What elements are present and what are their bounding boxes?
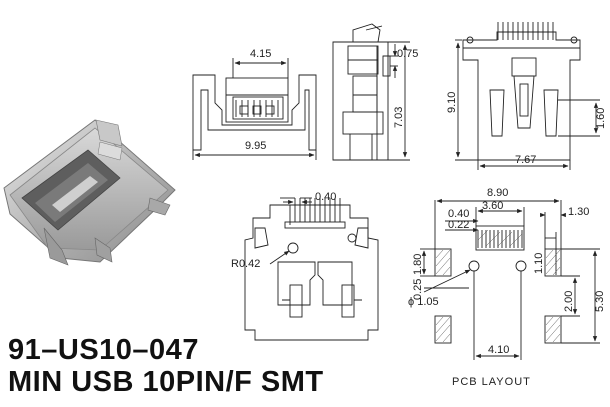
pcb-pad-length: 1.10 [533, 253, 545, 274]
pcb-pad-width: 0.22 [448, 219, 469, 231]
side-view-tab: 0.75 [397, 48, 418, 60]
bottom-view-radius: R0.42 [231, 258, 260, 270]
pcb-left-height: 1.80 [412, 254, 424, 275]
pcb-pad-height: 2.00 [563, 291, 575, 312]
top-view-drawing [455, 22, 600, 170]
pcb-layout-caption: PCB LAYOUT [452, 376, 531, 388]
pcb-right-offset: 1.30 [568, 206, 589, 218]
top-view-width: 7.67 [515, 154, 536, 166]
pcb-left-small: 0.25 [412, 279, 424, 300]
front-view-drawing [192, 58, 317, 160]
pcb-layout-drawing [420, 198, 600, 360]
top-view-depth: 9.10 [446, 92, 458, 113]
pcb-pitch: 0.40 [448, 208, 469, 220]
pcb-pad-span: 3.60 [482, 200, 503, 212]
pcb-pad-hatching [435, 229, 561, 343]
part-number: 91–US10–047 [8, 334, 199, 366]
side-view-drawing [332, 23, 410, 161]
pcb-overall: 8.90 [487, 187, 508, 199]
bottom-view-drawing [244, 197, 379, 341]
pcb-hole-diameter: ϕ 1.05 [408, 296, 439, 308]
part-description: MIN USB 10PIN/F SMT [8, 366, 324, 398]
front-view-top-width: 4.15 [250, 48, 271, 60]
pcb-right-height: 5.30 [594, 291, 606, 312]
pcb-hole-spacing: 4.10 [488, 344, 509, 356]
top-view-right-detail: 1.60 [595, 108, 607, 129]
bottom-view-pitch: 0.40 [315, 191, 336, 203]
side-view-height: 7.03 [393, 107, 405, 128]
mini-usb-connector-photo [3, 119, 176, 266]
front-view-overall-width: 9.95 [245, 140, 266, 152]
